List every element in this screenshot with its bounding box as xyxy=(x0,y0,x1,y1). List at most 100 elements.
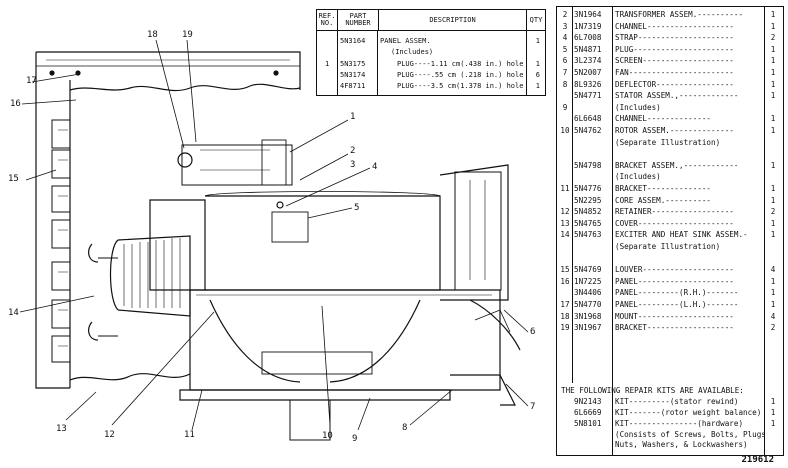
parts-cell-desc: PLUG---------------------- xyxy=(615,44,734,54)
parts-cell-part: 3N1964 xyxy=(574,10,602,19)
parts-cell-desc: (Includes) xyxy=(615,172,661,182)
kit-row: 5N8101 KIT---------------(hardware) 1 xyxy=(574,419,776,428)
parts-row: (Includes) xyxy=(557,172,783,182)
callout-19: 19 xyxy=(182,30,193,40)
table-row: 5N3174 PLUG----.55 cm (.218 in.) hole 6 xyxy=(340,71,540,79)
parts-cell-qty: 1 xyxy=(770,276,776,286)
transformer-assembly xyxy=(177,139,293,186)
parts-cell-part: 5N4871 xyxy=(574,44,602,54)
parts-cell-part: 3N4406 xyxy=(574,288,602,298)
table-row: 1 5N3175 PLUG----1.11 cm(.438 in.) hole … xyxy=(325,60,540,68)
parts-cell-qty: 1 xyxy=(770,68,776,77)
parts-cell-part: 5N2007 xyxy=(574,68,602,77)
parts-cell-part: 5N4776 xyxy=(574,184,602,193)
header-part: PART NUMBER xyxy=(338,10,379,30)
parts-cell-qty: 1 xyxy=(770,56,776,66)
parts-cell-part: 3N1968 xyxy=(574,311,602,321)
parts-cell-ref: 8 xyxy=(562,79,568,89)
callout-15: 15 xyxy=(8,174,19,184)
parts-cell-desc: DEFLECTOR----------------- xyxy=(615,79,734,89)
table-body: 5N3164 PANEL ASSEM. 1 (Includes) 1 5N317… xyxy=(317,31,545,95)
parts-cell-desc: FAN----------------------- xyxy=(615,68,734,77)
parts-cell-ref: 12 xyxy=(560,207,570,217)
parts-cell-part: 5N4770 xyxy=(574,300,602,309)
parts-cell-desc: RETAINER------------------ xyxy=(615,207,734,217)
table-header: REF. NO. PART NUMBER DESCRIPTION QTY xyxy=(317,10,545,31)
parts-cell-qty: 1 xyxy=(770,44,776,54)
parts-cell-part: 5N4762 xyxy=(574,126,602,135)
parts-cell-qty: 4 xyxy=(770,311,776,321)
callout-7: 7 xyxy=(530,402,536,412)
parts-cell-part: 5N4798 xyxy=(574,160,602,170)
parts-cell-desc: (Separate Illustration) xyxy=(615,137,721,147)
parts-cell-desc: PANEL---------(L.H.)------- xyxy=(615,300,739,309)
parts-cell-part: 5N4763 xyxy=(574,230,602,240)
callout-14: 14 xyxy=(8,308,19,318)
parts-row: 5N2295 CORE ASSEM.----------1 xyxy=(557,196,783,206)
parts-cell-qty: 1 xyxy=(770,126,776,135)
parts-cell-qty: 1 xyxy=(770,114,776,124)
callout-18: 18 xyxy=(147,30,158,40)
callout-8: 8 xyxy=(402,423,408,433)
parts-cell-desc: (Includes) xyxy=(615,102,661,112)
parts-cell-ref: 7 xyxy=(562,68,568,77)
parts-row: 9 (Includes) xyxy=(557,103,783,113)
callout-4: 4 xyxy=(372,162,378,172)
parts-cell-part: 6L6648 xyxy=(574,114,602,124)
parts-cell-desc: BRACKET------------------- xyxy=(615,323,734,333)
parts-cell-desc: SCREEN-------------------- xyxy=(615,56,734,66)
table-row: 5N3164 PANEL ASSEM. 1 xyxy=(340,37,540,45)
kits-heading: THE FOLLOWING REPAIR KITS ARE AVAILABLE: xyxy=(561,386,744,395)
header-ref: REF. NO. xyxy=(317,10,338,30)
generator-body xyxy=(149,164,516,441)
callout-5: 5 xyxy=(354,203,360,213)
parts-cell-qty: 1 xyxy=(770,21,776,31)
parts-cell-desc: CHANNEL-------------- xyxy=(615,114,712,124)
callout-12: 12 xyxy=(104,430,115,440)
parts-cell-desc: BRACKET ASSEM.,------------ xyxy=(615,160,739,170)
callout-13: 13 xyxy=(56,424,67,434)
parts-cell-qty: 1 xyxy=(770,79,776,89)
callout-10: 10 xyxy=(322,431,333,441)
parts-cell-qty: 1 xyxy=(770,230,776,240)
parts-cell-desc: STRAP--------------------- xyxy=(615,33,734,43)
parts-cell-ref: 19 xyxy=(560,323,570,333)
header-description: DESCRIPTION xyxy=(379,10,527,30)
figure-code: 219612 xyxy=(741,455,774,465)
parts-cell-qty: 4 xyxy=(770,265,776,275)
callout-9: 9 xyxy=(352,434,358,444)
parts-row: 6L6648 CHANNEL-------------- 1 xyxy=(557,114,783,124)
parts-cell-desc: MOUNT--------------------- xyxy=(615,311,734,321)
callout-1: 1 xyxy=(350,112,356,122)
parts-cell-ref: 9 xyxy=(562,102,568,112)
callout-11: 11 xyxy=(184,430,195,440)
parts-cell-part: 1N7225 xyxy=(574,276,602,286)
parts-cell-part: 5N2295 xyxy=(574,195,602,205)
parts-cell-ref: 17 xyxy=(560,300,570,309)
parts-cell-ref: 16 xyxy=(560,276,570,286)
exciter-winding xyxy=(88,235,191,341)
parts-cell-part: 5N4765 xyxy=(574,218,602,228)
parts-cell-desc: CHANNEL------------------- xyxy=(615,21,734,31)
kit-note: (Consists of Screws, Bolts, Plugs xyxy=(615,430,766,439)
parts-cell-ref: 15 xyxy=(560,265,570,275)
parts-cell-part: 3N1967 xyxy=(574,323,602,333)
callout-17: 17 xyxy=(26,76,37,86)
table-row: 4F8711 PLUG----3.5 cm(1.378 in.) hole 1 xyxy=(340,82,540,90)
parts-cell-desc: TRANSFORMER ASSEM.---------- xyxy=(615,10,744,19)
parts-row xyxy=(557,149,783,159)
parts-cell-desc: ROTOR ASSEM.-------------- xyxy=(615,126,734,135)
parts-cell-ref: 10 xyxy=(560,126,570,135)
